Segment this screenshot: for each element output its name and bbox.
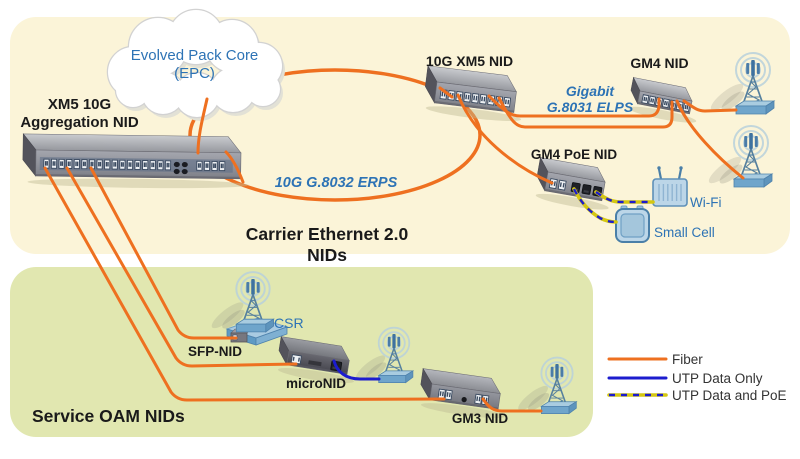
aggregation-nid-label: XM5 10G Aggregation NID [2,96,157,131]
elps-line1: Gigabit [565,83,615,99]
legend-item-utp-poe: UTP Data and PoE [672,388,787,403]
micro-nid-label: microNID [286,376,347,391]
oam-section-title: Service OAM NIDs [32,406,185,426]
legend-item-utp-data: UTP Data Only [672,371,763,386]
gm4-poe-nid-label: GM4 PoE NID [530,147,618,162]
gm4-nid-label: GM4 NID [630,55,689,71]
erps-ring-label: 10G G.8032 ERPS [274,175,398,191]
csr-label: CSR [274,315,304,331]
legend-item-fiber: Fiber [672,352,703,367]
aggregation-label-line1: XM5 10G [47,96,112,113]
carrier-section-title: Carrier Ethernet 2.0 NIDs [245,224,409,265]
epc-cloud-label: Evolved Pack Core (EPC) [102,47,287,82]
wifi-label: Wi-Fi [690,195,722,210]
elps-link-label: Gigabit G.8031 ELPS [531,83,649,115]
gm3-nid-label: GM3 NID [451,411,509,426]
elps-line2: G.8031 ELPS [546,98,634,115]
xm5-nid-label: 10G XM5 NID [425,53,514,69]
epc-line1: Evolved Pack Core [130,47,259,64]
sfp-nid-label: SFP-NID [188,344,242,359]
aggregation-label-line2: Aggregation NID [20,113,139,131]
small-cell-label: Small Cell [654,225,715,240]
epc-line2: (EPC) [174,64,215,82]
